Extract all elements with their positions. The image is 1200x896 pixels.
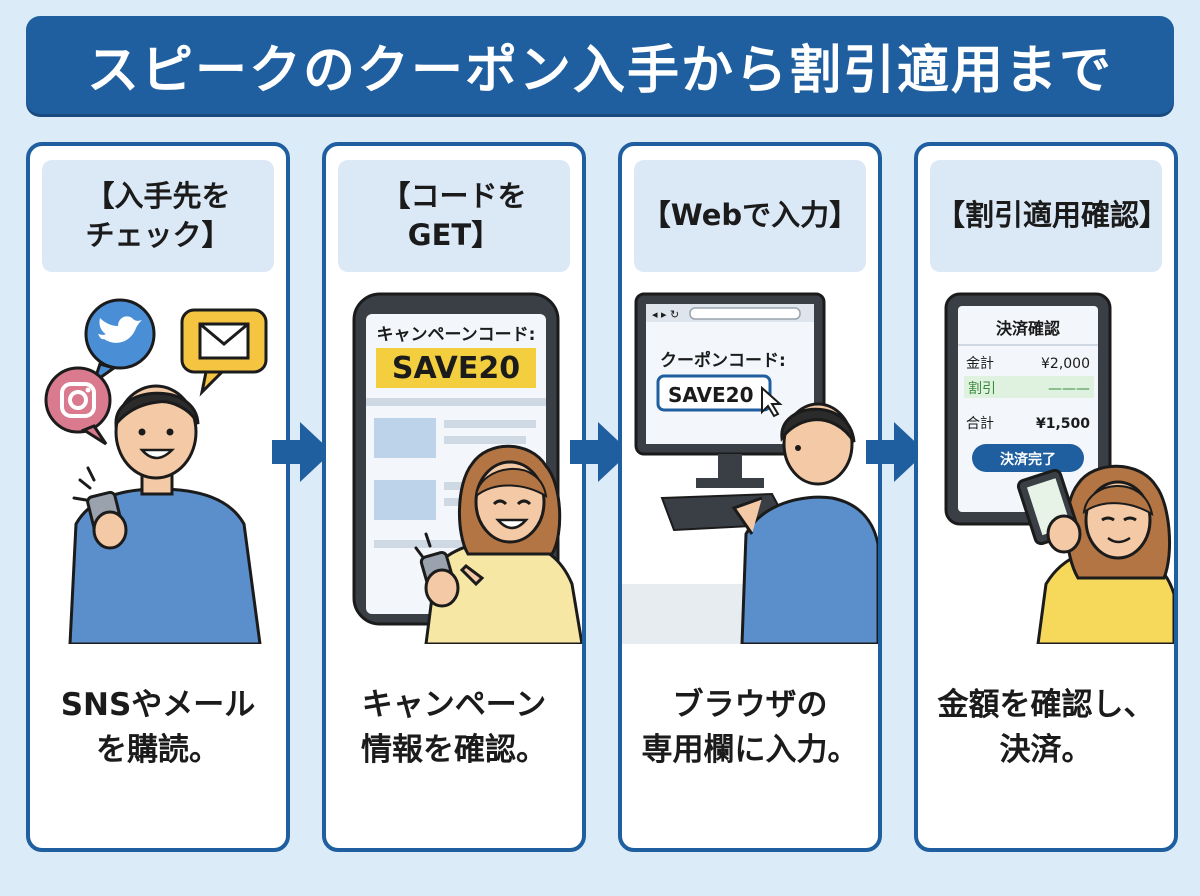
row-label: 割引	[968, 380, 996, 397]
step-4-heading: 【割引適用確認】	[930, 160, 1168, 272]
coupon-field-value: SAVE20	[668, 383, 754, 407]
person-with-phone	[68, 384, 262, 644]
page-title: スピークのクーポン入手から割引適用まで	[26, 16, 1174, 114]
person-with-tablet	[1016, 464, 1174, 644]
person-at-computer	[731, 402, 878, 644]
payment-screen-title: 決済確認	[996, 319, 1060, 338]
step-panel-2: 【コードをGET】 キャンペーンコード: SAVE20 キャンペーン 情報を確	[322, 142, 586, 852]
step-3-heading: 【Webで入力】	[634, 160, 866, 272]
mail-icon	[180, 308, 268, 397]
campaign-code-value: SAVE20	[392, 351, 520, 386]
step-panel-3: 【Webで入力】 ◂ ▸ ↻ クーポンコード: SAVE20 ブラウザの 専用欄…	[618, 142, 882, 852]
arrow-right-icon	[866, 422, 926, 482]
arrow-right-icon	[570, 422, 630, 482]
person-with-phone	[414, 444, 582, 644]
step-2-heading: 【コードをGET】	[338, 160, 570, 272]
row-value: ¥2,000	[1041, 356, 1090, 372]
arrow-right-icon	[272, 422, 332, 482]
row-value: ———	[1048, 381, 1090, 397]
step-1-illustration	[44, 298, 268, 644]
step-2-illustration: キャンペーンコード: SAVE20	[352, 292, 582, 644]
complete-payment-button: 決済完了	[1000, 451, 1056, 468]
step-3-caption: ブラウザの 専用欄に入力。	[641, 687, 859, 768]
step-4-caption: 金額を確認し、 決済。	[937, 687, 1155, 768]
step-1-heading: 【入手先を チェック】	[42, 160, 274, 272]
step-2-caption: キャンペーン 情報を確認。	[361, 687, 547, 768]
row-label: 金計	[966, 356, 994, 372]
instagram-icon	[44, 366, 112, 446]
step-4-illustration: 決済確認 金計 ¥2,000 割引 ——— 合計 ¥1,500 決済完了	[944, 292, 1174, 644]
step-panel-4: 【割引適用確認】 決済確認 金計 ¥2,000 割引 ——— 合計 ¥1,500…	[914, 142, 1178, 852]
svg-text:◂ ▸ ↻: ◂ ▸ ↻	[652, 308, 679, 321]
step-1-caption: SNSやメール を購読。	[60, 687, 256, 768]
coupon-field-label: クーポンコード:	[660, 350, 786, 371]
row-label: 合計	[966, 416, 994, 432]
step-3-illustration: ◂ ▸ ↻ クーポンコード: SAVE20	[622, 292, 878, 644]
twitter-icon	[84, 298, 156, 386]
campaign-code-label: キャンペーンコード:	[377, 325, 536, 345]
row-value: ¥1,500	[1036, 416, 1090, 432]
step-panel-1: 【入手先を チェック】	[26, 142, 290, 852]
